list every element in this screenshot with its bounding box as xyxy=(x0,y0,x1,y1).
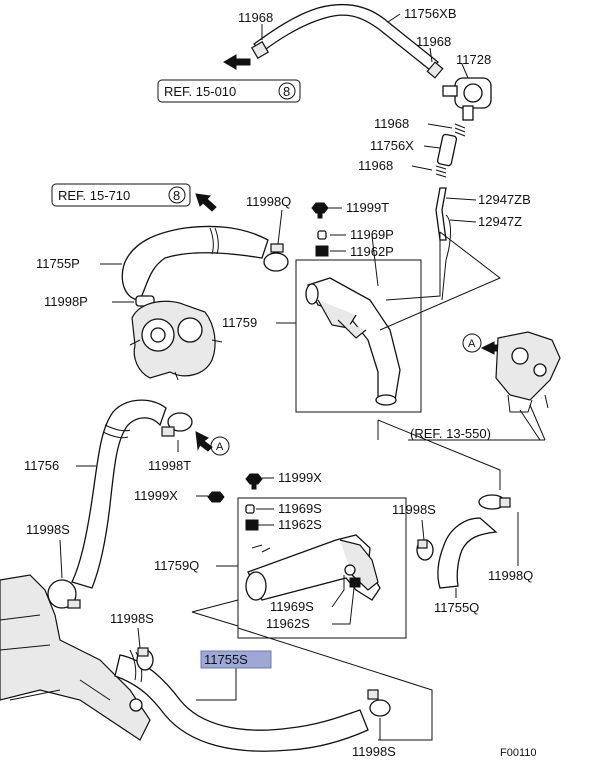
label-11969S-a: 11969S xyxy=(278,501,322,516)
clip-11968-right[interactable] xyxy=(426,61,444,79)
label-11962S-a: 11962S xyxy=(278,517,322,532)
label-11998Q-b: 11998Q xyxy=(488,568,533,583)
callout-A-lower[interactable]: A xyxy=(210,436,230,456)
bolt-11999X-b[interactable] xyxy=(207,491,225,503)
clamp-11998Q-top[interactable] xyxy=(263,243,289,272)
clamp-11998S-right[interactable] xyxy=(416,539,434,561)
arrow-right-A xyxy=(195,431,213,452)
label-11968-d: 11968 xyxy=(358,158,393,173)
label-12947ZB: 12947ZB xyxy=(478,192,531,207)
ref-15-010-text: REF. 15-010 xyxy=(164,84,236,99)
figure-code: F00110 xyxy=(500,747,537,759)
ref-13-550-bracket xyxy=(408,404,546,441)
nut-11962S-b[interactable] xyxy=(349,577,361,588)
label-11759Q: 11759Q xyxy=(154,558,199,573)
label-11755S: 11755S xyxy=(204,652,248,667)
highlight-11755S[interactable] xyxy=(200,650,272,669)
gasket-11969S-b[interactable] xyxy=(344,564,356,576)
label-11999X-a: 11999X xyxy=(278,470,322,485)
callout-A-upper[interactable]: A xyxy=(462,333,482,353)
ref-15-710-num: 8 xyxy=(173,188,180,203)
hose-11756X[interactable] xyxy=(436,133,458,167)
ref-15-710-box[interactable]: REF. 15-710 8 xyxy=(51,183,191,207)
clamp-11998S-bottom[interactable] xyxy=(367,689,391,717)
gasket-11969P[interactable] xyxy=(317,230,327,240)
label-11756XB: 11756XB xyxy=(404,6,457,21)
valve-11728[interactable] xyxy=(442,77,492,121)
clamp-11998S-mid[interactable] xyxy=(136,647,154,671)
frame-11759Q xyxy=(237,497,407,639)
label-11755Q: 11755Q xyxy=(434,600,479,615)
nut-11962P[interactable] xyxy=(315,245,329,257)
pipe-11759Q[interactable] xyxy=(245,534,381,601)
intercooler[interactable] xyxy=(0,574,151,741)
label-11998S-a: 11998S xyxy=(26,522,70,537)
label-11968-c: 11968 xyxy=(374,116,409,131)
label-11756X: 11756X xyxy=(370,138,414,153)
callout-A-upper-text: A xyxy=(468,338,476,350)
leader-lines xyxy=(59,13,519,741)
hose-11755Q[interactable] xyxy=(437,517,498,589)
arrow-left-top xyxy=(223,54,251,70)
arrow-upleft-mid xyxy=(195,193,217,212)
label-11968-a: 11968 xyxy=(238,10,273,25)
label-11998Q-a: 11998Q xyxy=(246,194,291,209)
clamp-11998S-left[interactable] xyxy=(47,579,81,609)
label-11756: 11756 xyxy=(24,458,59,473)
ref-15-010-box[interactable]: REF. 15-010 8 xyxy=(157,79,301,103)
clamp-11998T[interactable] xyxy=(161,412,193,437)
egr-component[interactable] xyxy=(495,331,561,413)
clamp-11998Q-right[interactable] xyxy=(478,494,511,510)
pipe-12947ZB[interactable] xyxy=(435,187,447,241)
label-11998P: 11998P xyxy=(44,294,88,309)
hose-11756XB[interactable] xyxy=(252,3,439,71)
hose-11755P[interactable] xyxy=(121,225,269,301)
label-11962S-b: 11962S xyxy=(266,616,310,631)
label-11998T: 11998T xyxy=(148,458,191,473)
label-11969P: 11969P xyxy=(350,227,394,242)
bolt-11999T[interactable] xyxy=(311,202,329,219)
clip-11968-top[interactable] xyxy=(250,40,270,60)
label-11968-b: 11968 xyxy=(416,34,451,49)
bolt-11999X-a[interactable] xyxy=(245,473,263,490)
pipe-11759[interactable] xyxy=(305,277,401,406)
label-11759: 11759 xyxy=(222,315,257,330)
ref-15-010-num: 8 xyxy=(283,84,290,99)
label-11999X-b: 11999X xyxy=(134,488,178,503)
label-11728: 11728 xyxy=(456,52,491,67)
frame-11759 xyxy=(295,259,422,413)
label-11962P: 11962P xyxy=(350,244,394,259)
label-ref-13-550: (REF. 13-550) xyxy=(410,426,491,441)
clip-11968-mid[interactable] xyxy=(454,123,466,137)
label-12947Z: 12947Z xyxy=(478,214,522,229)
label-11755P: 11755P xyxy=(36,256,80,271)
label-11998S-d: 11998S xyxy=(352,744,396,759)
hose-11756[interactable] xyxy=(71,399,167,589)
clip-11968-low[interactable] xyxy=(435,165,447,178)
label-11998S-c: 11998S xyxy=(110,611,154,626)
turbocharger[interactable] xyxy=(129,300,223,381)
ref-15-710-text: REF. 15-710 xyxy=(58,188,130,203)
pipe-12947Z[interactable] xyxy=(441,214,451,301)
label-11999T: 11999T xyxy=(346,200,389,215)
label-11969S-b: 11969S xyxy=(270,599,314,614)
gasket-11969S[interactable] xyxy=(245,504,255,514)
label-11998S-b: 11998S xyxy=(392,502,436,517)
callout-A-lower-text: A xyxy=(216,441,224,453)
labels: 11968 11756XB 11968 11728 11968 11756X 1… xyxy=(24,6,537,759)
